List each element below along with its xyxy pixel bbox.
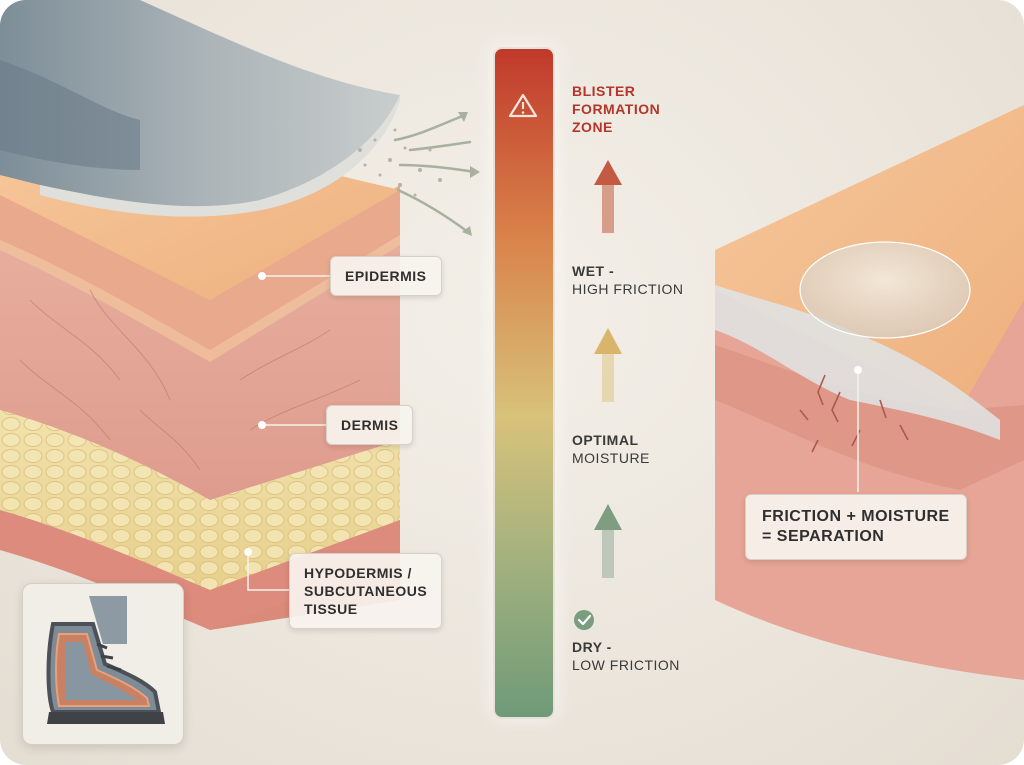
hypodermis-label: HYPODERMIS / SUBCUTANEOUS TISSUE: [289, 553, 443, 629]
hiking-boot-icon: [46, 596, 165, 724]
wet-subtext: HIGH FRICTION: [572, 281, 684, 297]
friction-moisture-label: FRICTION + MOISTURE = SEPARATION: [745, 494, 967, 560]
wet-label: WET - HIGH FRICTION: [572, 262, 684, 298]
arrow-up-icon: [594, 328, 622, 402]
moisture-particles: [358, 128, 442, 197]
epidermis-text: EPIDERMIS: [345, 268, 427, 284]
leader-lines-left: [244, 272, 330, 591]
optimal-subtext: MOISTURE: [572, 450, 650, 466]
skin-cross-section-right: [715, 105, 1024, 680]
epidermis-label: EPIDERMIS: [330, 256, 442, 296]
dermis-text: DERMIS: [341, 417, 399, 433]
friction-moisture-line1: FRICTION + MOISTURE: [762, 508, 950, 525]
optimal-label: OPTIMAL MOISTURE: [572, 431, 650, 467]
arrow-up-icon: [594, 504, 622, 578]
hypodermis-text-line1: HYPODERMIS /: [304, 565, 412, 581]
optimal-text: OPTIMAL: [572, 432, 639, 448]
sock-fabric: [0, 0, 400, 217]
blister-text-line3: ZONE: [572, 119, 613, 135]
blister-text-line2: FORMATION: [572, 101, 661, 117]
blister-zone-label: BLISTER FORMATION ZONE: [572, 82, 660, 136]
moisture-friction-scale: [490, 45, 558, 720]
checkmark-icon: [574, 610, 594, 630]
arrow-up-icon: [594, 160, 622, 233]
wet-text: WET -: [572, 263, 615, 279]
friction-moisture-line2: = SEPARATION: [762, 528, 885, 545]
dry-label: DRY - LOW FRICTION: [572, 638, 680, 674]
warning-icon: [508, 93, 538, 118]
blister-text-line1: BLISTER: [572, 83, 636, 99]
blister-bubble: [799, 241, 971, 339]
boot-inset-card: [22, 583, 184, 745]
dry-subtext: LOW FRICTION: [572, 657, 680, 673]
hypodermis-text-line2: SUBCUTANEOUS: [304, 583, 428, 599]
moisture-arrows: [393, 113, 477, 234]
leader-line-right: [854, 366, 862, 492]
dermis-label: DERMIS: [326, 405, 414, 445]
hypodermis-text-line3: TISSUE: [304, 601, 358, 617]
dry-text: DRY -: [572, 639, 612, 655]
skin-cross-section-left: [0, 0, 480, 630]
